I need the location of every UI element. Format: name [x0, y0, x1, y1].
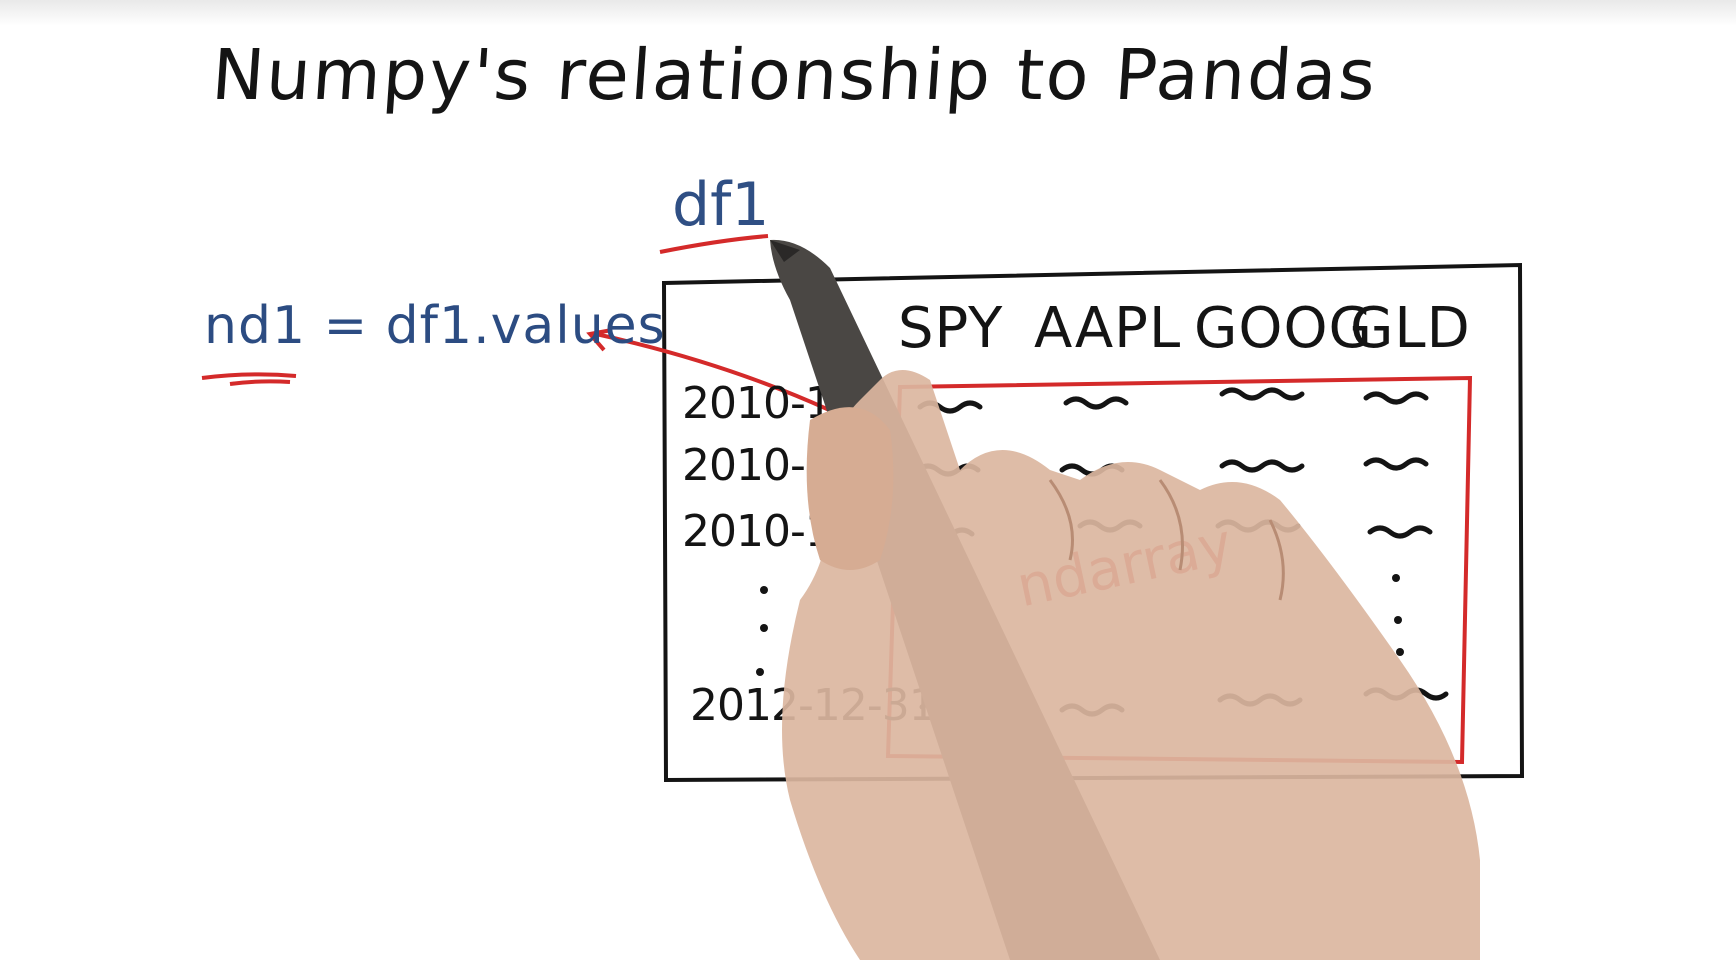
knuckle-line [1048, 479, 1074, 561]
arrow-head [586, 328, 613, 352]
cell-squiggle [1363, 457, 1429, 471]
cell-squiggle [1219, 459, 1305, 473]
thumb-icon [806, 407, 894, 570]
ellipsis-dot [1394, 616, 1402, 624]
cell-squiggle [1219, 387, 1305, 401]
ellipsis-dot [760, 586, 768, 594]
knuckle-line [1268, 519, 1285, 601]
column-header-gld: GLD [1350, 296, 1471, 361]
cell-squiggle [1063, 396, 1129, 410]
ellipsis-dot [1392, 574, 1400, 582]
ellipsis-dot [1396, 648, 1404, 656]
knuckle-lines [1048, 479, 1285, 601]
ellipsis-dot [756, 668, 764, 676]
pen-tip [770, 240, 800, 262]
df1-underline [659, 234, 769, 254]
column-header-aapl: AAPL [1034, 296, 1182, 361]
dataframe-name: df1 [672, 170, 770, 240]
column-header-goog: GOOG [1194, 296, 1373, 361]
dataframe-box [661, 262, 1525, 783]
knuckle-line [1158, 479, 1184, 571]
video-top-shade [0, 0, 1736, 26]
column-header-spy: SPY [898, 296, 1004, 361]
ellipsis-dot [760, 624, 768, 632]
ellipsis-dots [756, 574, 1404, 676]
nd1-underline [201, 372, 297, 386]
cell-squiggle [1367, 525, 1433, 539]
assignment-expression: nd1 = df1.values [204, 296, 666, 356]
cell-squiggle [1363, 391, 1429, 405]
hand-icon [782, 370, 1480, 960]
